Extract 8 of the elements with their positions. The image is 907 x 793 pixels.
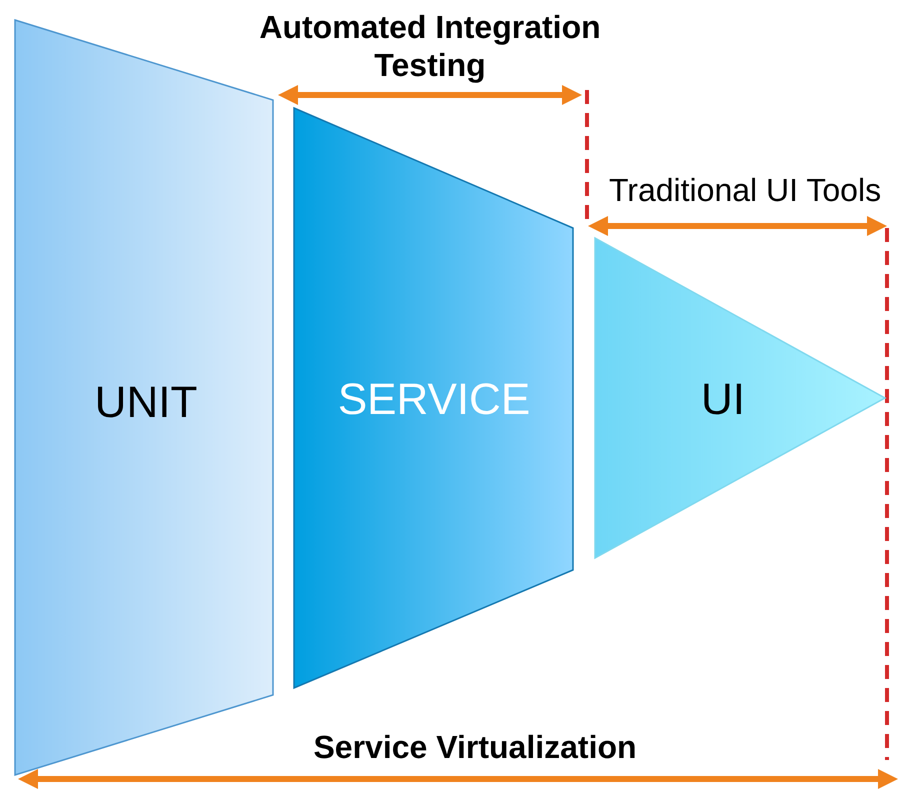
layer-label: SERVICE bbox=[338, 375, 530, 425]
span-label: Service Virtualization bbox=[312, 728, 638, 766]
ui-layer-triangle bbox=[593, 236, 889, 562]
span-label: Traditional UI Tools bbox=[608, 171, 882, 209]
span-label: Automated Integration Testing bbox=[258, 8, 602, 84]
layer-label: UI bbox=[701, 375, 745, 425]
layer-label: UNIT bbox=[94, 378, 198, 428]
service-layer-trapezoid bbox=[292, 106, 576, 691]
